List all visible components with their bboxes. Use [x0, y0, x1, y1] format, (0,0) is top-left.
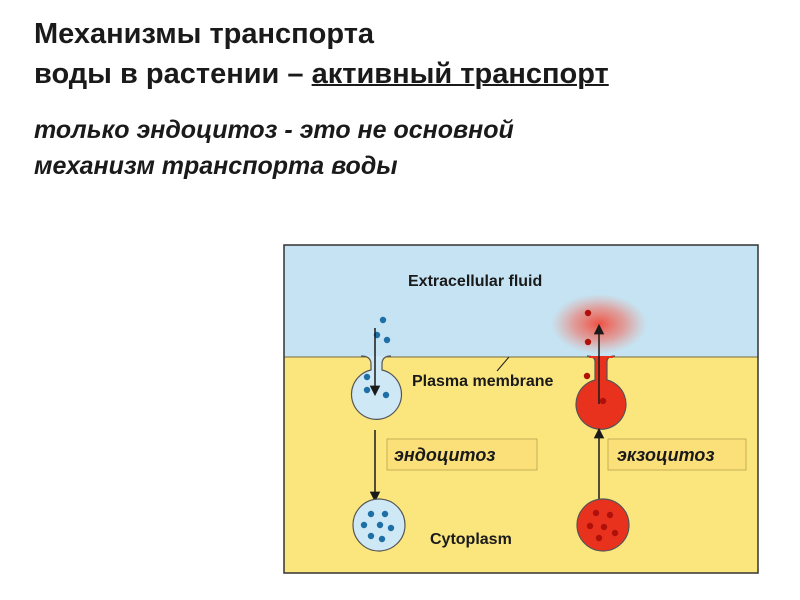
diagram-frame — [283, 244, 759, 574]
secretory-vesicle-molecules — [586, 509, 619, 542]
plasma-membrane-label: Plasma membrane — [412, 373, 554, 390]
exocytosis-label: экзоцитоз — [617, 445, 715, 465]
transport-diagram: Extracellular fluid Plasma membrane Cyto… — [283, 244, 759, 574]
extracellular-region — [284, 245, 758, 357]
slide-title: Механизмы транспорта воды в растении – а… — [34, 14, 784, 94]
cytoplasm-label: Cytoplasm — [430, 531, 512, 548]
exocytosis-molecules — [583, 309, 607, 405]
title-line-2-prefix: воды в растении – — [34, 58, 312, 90]
endocytic-vesicle-molecules — [360, 510, 395, 543]
endocytosis-label: эндоцитоз — [394, 445, 496, 465]
exocytosis-label-box — [607, 438, 747, 471]
plasma-membrane-pointer — [496, 356, 510, 372]
note-line-1: только эндоцитоз - это не основной — [34, 116, 514, 144]
title-line-1: Механизмы транспорта — [34, 18, 375, 50]
note-line-2: механизм транспорта воды — [34, 152, 398, 180]
endocytosis-label-box — [386, 438, 538, 471]
title-line-2: воды в растении – активный транспорт — [34, 54, 784, 94]
extracellular-fluid-label: Extracellular fluid — [408, 273, 542, 290]
slide-note: только эндоцитоз - это не основной механ… — [34, 112, 774, 184]
title-emphasis: активный транспорт — [311, 58, 609, 90]
